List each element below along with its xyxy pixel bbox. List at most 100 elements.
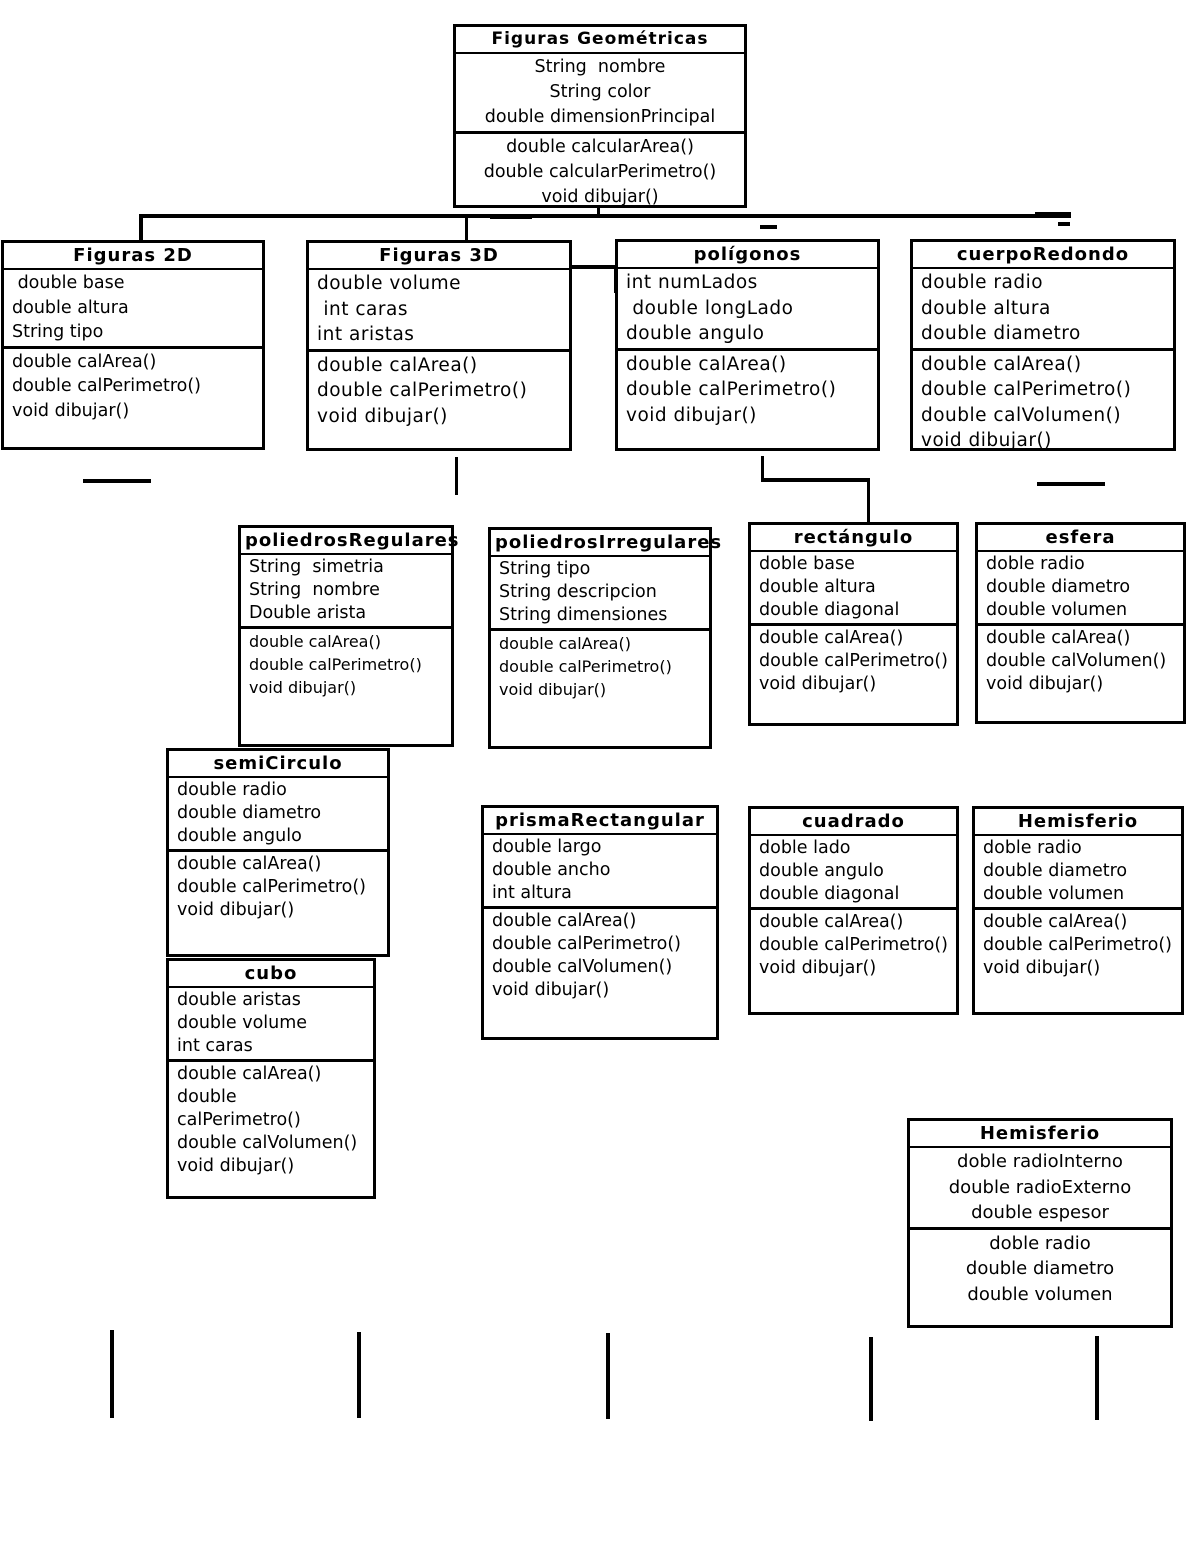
attribute: double volumen bbox=[986, 600, 1128, 620]
attribute: double longLado bbox=[626, 297, 794, 319]
connector-line bbox=[867, 478, 870, 522]
method: double calArea() bbox=[177, 1064, 322, 1084]
class-methods: double calArea()double calPerimetro()dou… bbox=[484, 909, 716, 1037]
class-methods: double calArea()double calPerimetro()dou… bbox=[169, 1062, 373, 1196]
attribute: double volume bbox=[317, 273, 461, 294]
class-methods: double calArea() double calPerimetro() vo… bbox=[751, 910, 956, 1012]
method: double calVolumen() bbox=[177, 1133, 358, 1153]
method: double volumen bbox=[967, 1283, 1113, 1305]
class-box-cuerpo: cuerpoRedondo double radio double altura do… bbox=[910, 239, 1176, 451]
class-attributes: doble radio double diametro double volumen bbox=[975, 836, 1181, 910]
class-name: semiCirculo bbox=[169, 751, 387, 778]
attribute: String color bbox=[549, 82, 651, 102]
class-methods: double calcularArea() double calcularPeri… bbox=[456, 134, 744, 211]
connector-line bbox=[606, 1333, 610, 1419]
attribute: Double arista bbox=[249, 603, 367, 623]
method: double calPerimetro() bbox=[177, 877, 367, 897]
attribute: double altura bbox=[12, 297, 129, 318]
class-name: Figuras 3D bbox=[309, 243, 569, 270]
method: double calcularArea() bbox=[506, 137, 694, 157]
class-name: Hemisferio bbox=[975, 809, 1181, 836]
connector-line bbox=[1037, 482, 1105, 486]
connector-line bbox=[357, 1332, 361, 1418]
class-methods: double calArea() double calPerimetro() voi… bbox=[309, 352, 569, 449]
attribute: double diagonal bbox=[759, 884, 900, 904]
attribute: doble radioInterno bbox=[957, 1151, 1123, 1172]
attribute: double diametro bbox=[921, 323, 1081, 344]
method: void dibujar() bbox=[986, 674, 1104, 694]
attribute: int caras bbox=[177, 1036, 253, 1056]
attribute: String simetria bbox=[249, 557, 384, 577]
method: double calArea() bbox=[499, 634, 631, 653]
method: double calArea() bbox=[626, 353, 787, 375]
class-name: polígonos bbox=[618, 242, 877, 269]
attribute: double radio bbox=[177, 780, 287, 800]
method: double calArea() bbox=[249, 632, 381, 651]
attribute: double altura bbox=[921, 297, 1051, 319]
connector-line bbox=[1035, 212, 1071, 218]
method: void dibujar() bbox=[177, 1156, 295, 1176]
connector-line bbox=[110, 1330, 114, 1418]
method: void dibujar() bbox=[626, 404, 757, 426]
attribute: double angulo bbox=[626, 323, 765, 344]
attribute: doble radio bbox=[986, 554, 1085, 574]
method: double calPerimetro() void dibujar() bbox=[759, 935, 954, 978]
method: double calArea() bbox=[12, 351, 157, 372]
class-name: cubo bbox=[169, 961, 373, 988]
method: void dibujar() bbox=[317, 405, 448, 427]
method: double calPerimetro() bbox=[249, 655, 422, 674]
class-methods: double calArea()double calPerimetro()voi… bbox=[4, 349, 262, 448]
method: double calArea() bbox=[759, 628, 904, 648]
method: void dibujar() bbox=[177, 900, 295, 920]
attribute: String dimensiones bbox=[499, 605, 668, 625]
method: double calcularPerimetro() bbox=[483, 162, 717, 182]
attribute: double volumen bbox=[983, 884, 1125, 904]
attribute: String nombre bbox=[534, 57, 666, 77]
connector-line bbox=[869, 1337, 873, 1421]
method: double calPerimetro() bbox=[317, 380, 528, 401]
method: double calVolumen() bbox=[492, 957, 673, 977]
attribute: String tipo bbox=[12, 322, 104, 342]
class-methods: double calArea()double calPerimetro()dou… bbox=[913, 351, 1173, 455]
connector-line bbox=[490, 214, 532, 219]
attribute: int altura bbox=[492, 883, 572, 903]
class-methods: double calArea()double calPerimetro() vo… bbox=[975, 910, 1181, 1012]
method: double calArea() bbox=[983, 912, 1128, 932]
class-name: cuerpoRedondo bbox=[913, 242, 1173, 269]
class-methods: double calArea()double calVolumen()void … bbox=[978, 626, 1183, 721]
attribute: double volume bbox=[177, 1013, 308, 1033]
method: double calArea() bbox=[317, 354, 478, 376]
attribute: double diametro bbox=[983, 861, 1128, 881]
class-name: poliedrosRegulares bbox=[241, 528, 459, 555]
attribute: doble base bbox=[759, 554, 855, 574]
method: double calArea() bbox=[759, 912, 904, 932]
attribute: int aristas bbox=[317, 324, 415, 345]
attribute: doble radio bbox=[983, 838, 1082, 858]
attribute: doble lado bbox=[759, 838, 851, 858]
method: doble radio bbox=[989, 1232, 1091, 1254]
method: double calVolumen() bbox=[921, 404, 1122, 426]
connector-line bbox=[139, 214, 1071, 218]
attribute: double radio bbox=[921, 272, 1044, 293]
connector-line bbox=[761, 478, 870, 482]
attribute: double largo bbox=[492, 837, 602, 857]
